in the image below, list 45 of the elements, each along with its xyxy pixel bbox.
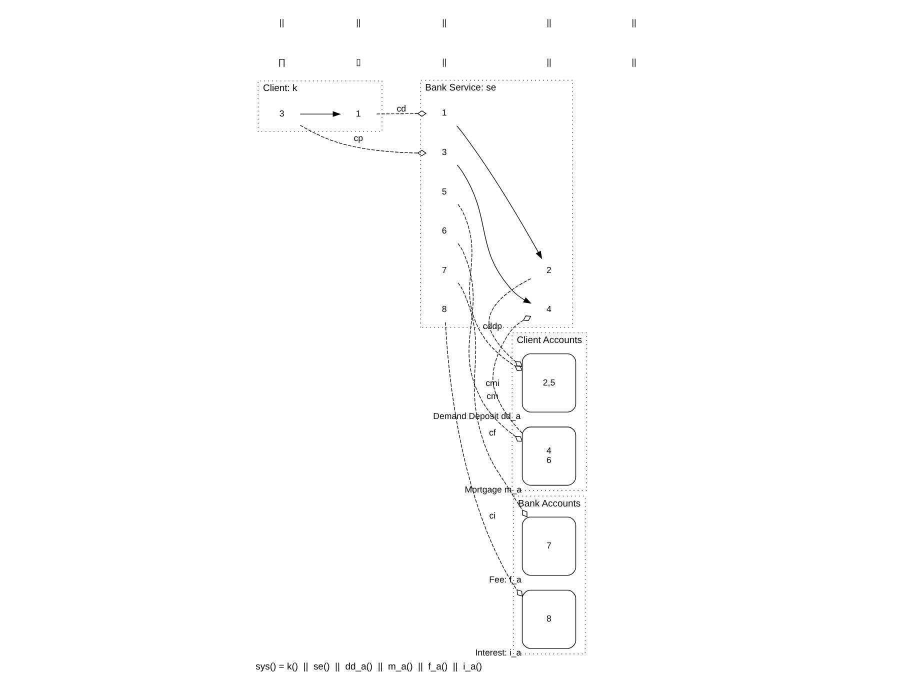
node-text: 1: [442, 108, 447, 118]
label: ▯: [356, 56, 361, 67]
label: ||: [632, 18, 636, 28]
node-text: 7: [442, 264, 447, 275]
connector: [492, 316, 532, 434]
label: ||: [442, 18, 447, 28]
node-text: 8: [442, 304, 447, 314]
node-box: 8: [522, 590, 576, 649]
edge-label: ci: [489, 510, 496, 521]
arrow: [456, 164, 532, 304]
edge-label: cd: [396, 104, 406, 114]
node-text: 4: [546, 304, 552, 314]
connector: [458, 243, 523, 442]
label: ||: [356, 18, 361, 28]
node-text: 1: [356, 108, 361, 118]
connector: [458, 282, 528, 518]
node-text: 3: [442, 146, 447, 157]
node-label: Fee: f_a: [489, 574, 522, 584]
edge-label: cmi: [486, 378, 500, 388]
caption: sys() = k() || se() || dd_a() || m_a() || f_a() || i_a(): [256, 662, 482, 673]
connector: [300, 124, 427, 156]
node-box: 2,5: [522, 354, 576, 412]
node-box: 7: [522, 516, 576, 576]
label: ∏: [278, 56, 286, 67]
label: ||: [280, 18, 284, 28]
node-text: 3: [279, 108, 284, 118]
connector: [488, 278, 532, 367]
node-text: 6: [442, 226, 447, 236]
connector: [376, 110, 427, 117]
label: ||: [546, 18, 552, 28]
connector: [445, 322, 523, 597]
label: ||: [632, 56, 636, 67]
node-box: 4 6: [522, 426, 576, 486]
label: ||: [442, 56, 447, 67]
edge-label: cm: [486, 390, 498, 401]
node-text: 2: [546, 264, 552, 275]
edge-label: cp: [354, 132, 364, 143]
arrow: [300, 111, 341, 117]
connector: [458, 204, 523, 371]
node-text: 5: [442, 186, 447, 196]
node-label: Interest: i_a: [475, 647, 522, 658]
edge-label: cf: [489, 427, 496, 438]
label: ||: [546, 56, 552, 67]
node-label: Mortgage m_a: [464, 484, 522, 494]
arrow: [456, 125, 542, 260]
